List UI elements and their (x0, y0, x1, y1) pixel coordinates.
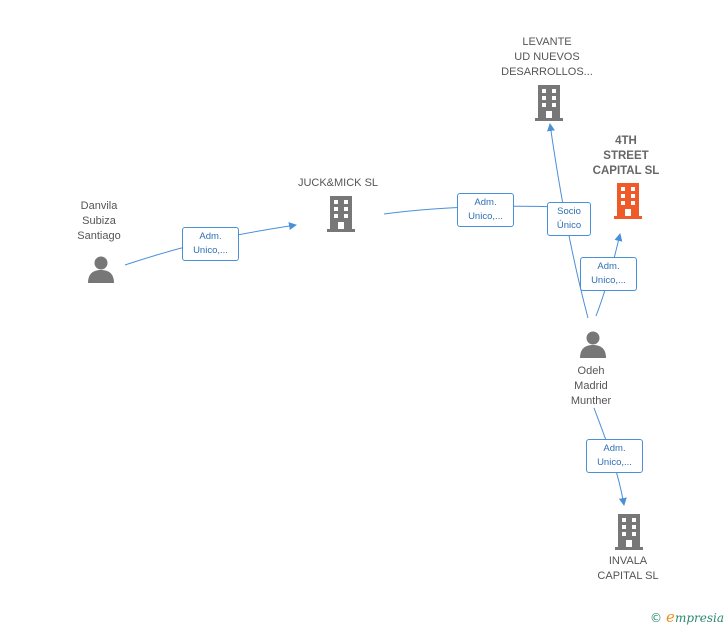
edge-label-danvila-juckmick[interactable]: Adm. Unico,... (182, 227, 239, 261)
copyright-symbol: © (650, 611, 663, 625)
node-label-fourth: 4TH STREET CAPITAL SL (592, 135, 660, 177)
edge-label-juckmick-fourth[interactable]: Adm. Unico,... (457, 193, 514, 227)
empresia-watermark: ©empresia (650, 608, 724, 626)
building-icon-invala[interactable] (613, 514, 645, 550)
node-label-odeh: Odeh Madrid Munther (570, 365, 612, 407)
edge-label-odeh-fourth[interactable]: Adm. Unico,... (580, 257, 637, 291)
node-label-levante: LEVANTE UD NUEVOS DESARROLLOS... (501, 36, 593, 78)
node-label-invala: INVALA CAPITAL SL (597, 555, 659, 582)
building-icon-juckmick[interactable] (325, 196, 357, 232)
empresia-logo-initial: e (666, 608, 675, 626)
node-label-juckmick: JUCK&MICK SL (297, 177, 379, 189)
empresia-logo-text: mpresia (674, 611, 724, 625)
edge-label-socio-unico[interactable]: Socio Único (547, 202, 591, 236)
building-icon-levante[interactable] (533, 85, 565, 121)
person-icon-odeh[interactable] (578, 329, 608, 359)
edge-label-odeh-invala[interactable]: Adm. Unico,... (586, 439, 643, 473)
building-icon-fourth[interactable] (612, 183, 644, 219)
person-icon-danvila[interactable] (86, 254, 116, 284)
node-label-danvila: Danvila Subiza Santiago (77, 200, 121, 242)
